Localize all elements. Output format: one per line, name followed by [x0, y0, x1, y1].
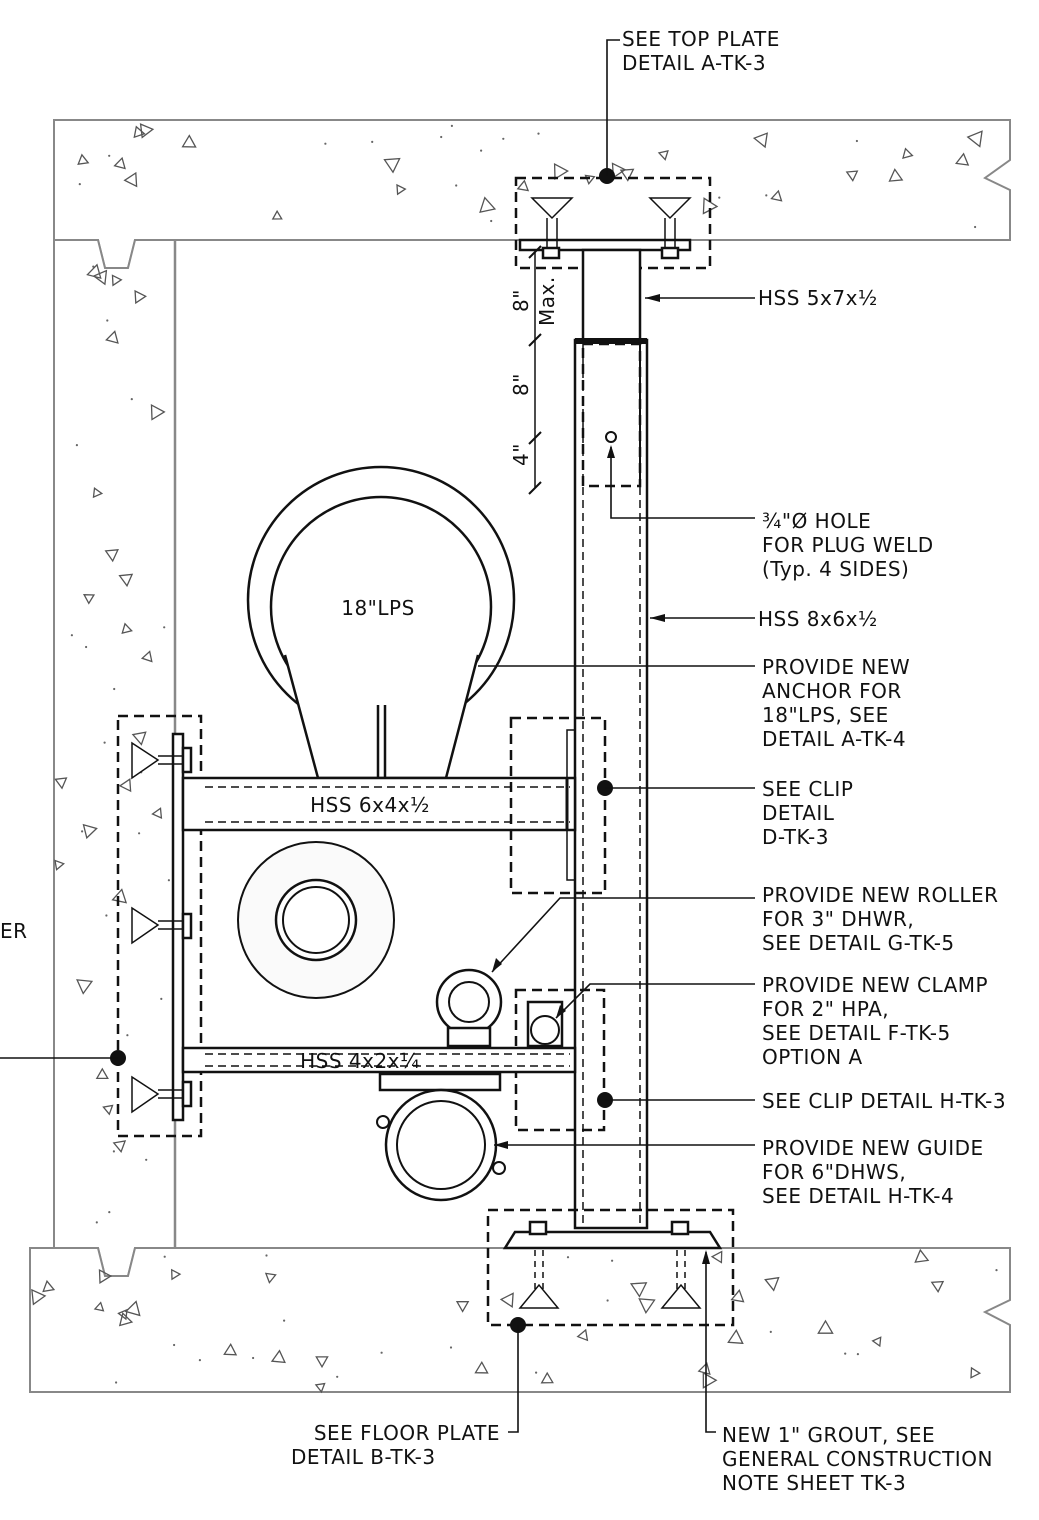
grout-callout-3: NOTE SHEET TK-3 — [722, 1471, 906, 1495]
beam-upper: HSS 6x4x½ — [181, 776, 577, 832]
insulated-pipe — [237, 841, 395, 999]
beam-upper-label: HSS 6x4x½ — [310, 793, 430, 817]
left-cut-text: ER — [0, 919, 28, 943]
wall-bracket — [110, 714, 203, 1138]
top-plate-callout-2: DETAIL A-TK-3 — [622, 51, 766, 75]
hole-callout-2: FOR PLUG WELD — [762, 533, 934, 557]
lps-label: 18"LPS — [341, 596, 415, 620]
top-plate-callout-1: SEE TOP PLATE — [622, 27, 780, 51]
pipe-18-lps: 18"LPS — [246, 465, 516, 780]
clip-d-callout-2: DETAIL — [762, 801, 835, 825]
clamp-callout-4: OPTION A — [762, 1045, 863, 1069]
dim-max-word: Max. — [535, 276, 559, 326]
anchor-callout-4: DETAIL A-TK-4 — [762, 727, 906, 751]
dim-8: 8" — [509, 373, 533, 396]
floor-plate-callout-2: DETAIL B-TK-3 — [291, 1445, 436, 1469]
column — [573, 248, 649, 1230]
hole-callout-1: ¾"Ø HOLE — [762, 509, 871, 533]
hss-top-label: HSS 5x7x½ — [758, 286, 878, 310]
grout-callout-2: GENERAL CONSTRUCTION — [722, 1447, 993, 1471]
guide-callout-1: PROVIDE NEW GUIDE — [762, 1136, 984, 1160]
dim-4: 4" — [509, 443, 533, 466]
anchor-callout-2: ANCHOR FOR — [762, 679, 902, 703]
beam-lower: HSS 4x2x¼ — [181, 1046, 577, 1074]
clip-d-callout-1: SEE CLIP — [762, 777, 853, 801]
clamp-callout-3: SEE DETAIL F-TK-5 — [762, 1021, 951, 1045]
anchor-callout-3: 18"LPS, SEE — [762, 703, 889, 727]
roller-callout-2: FOR 3" DHWR, — [762, 907, 914, 931]
clip-d-callout-3: D-TK-3 — [762, 825, 829, 849]
floor-plate-callout-1: SEE FLOOR PLATE — [314, 1421, 500, 1445]
roller-callout-3: SEE DETAIL G-TK-5 — [762, 931, 955, 955]
left-wall — [53, 239, 176, 1277]
plug-weld-hole — [605, 431, 617, 443]
top-plate-assembly — [514, 168, 712, 270]
guide-pipe-dhws — [376, 1072, 506, 1202]
callout-texts: SEE TOP PLATE DETAIL A-TK-3 HSS 5x7x½ ¾"… — [0, 27, 1006, 1495]
leader-lines — [0, 39, 755, 1433]
guide-callout-3: SEE DETAIL H-TK-4 — [762, 1184, 954, 1208]
roller-pipe-dhwr — [435, 968, 503, 1048]
dimension-string: 8" Max. 8" 4" — [509, 245, 559, 495]
hss-col-label: HSS 8x6x½ — [758, 607, 878, 631]
hss-stub — [581, 248, 642, 344]
guide-callout-2: FOR 6"DHWS, — [762, 1160, 906, 1184]
grout-callout-1: NEW 1" GROUT, SEE — [722, 1423, 935, 1447]
dim-8-max: 8" — [509, 289, 533, 312]
hole-callout-3: (Typ. 4 SIDES) — [762, 557, 909, 581]
clamp-callout-1: PROVIDE NEW CLAMP — [762, 973, 988, 997]
beam-lower-label: HSS 4x2x¼ — [300, 1049, 420, 1073]
roller-callout-1: PROVIDE NEW ROLLER — [762, 883, 999, 907]
clamp-callout-2: FOR 2" HPA, — [762, 997, 889, 1021]
clip-h-callout: SEE CLIP DETAIL H-TK-3 — [762, 1089, 1006, 1113]
anchor-callout-1: PROVIDE NEW — [762, 655, 910, 679]
